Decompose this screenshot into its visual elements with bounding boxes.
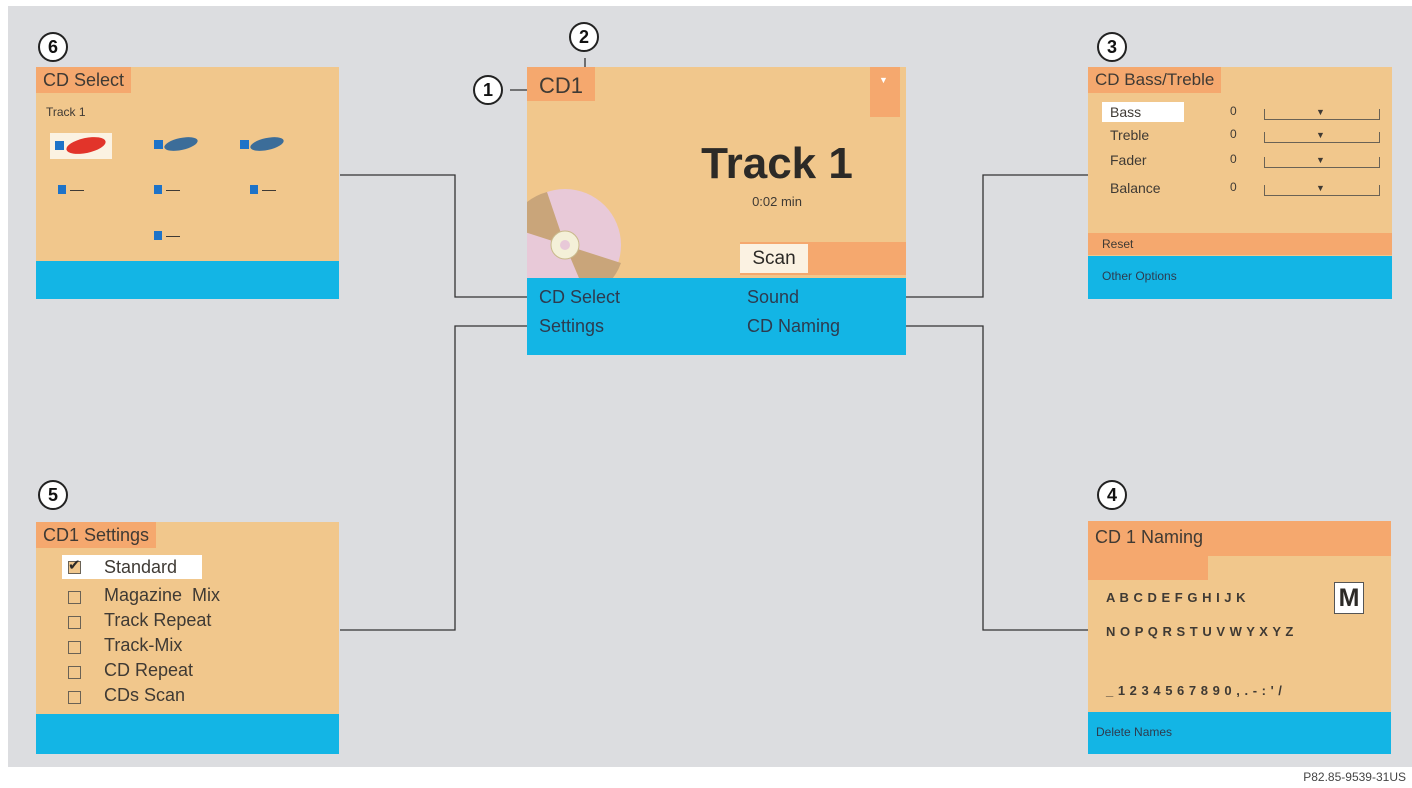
callout-4: 4 [1097, 480, 1127, 510]
bass-row-highlight [1102, 102, 1184, 122]
option-magazine-mix[interactable]: Magazine Mix [104, 585, 221, 605]
setting-value-bass: 0 [1230, 104, 1237, 118]
setting-value-balance: 0 [1230, 180, 1237, 194]
name-input-field[interactable] [1088, 556, 1208, 580]
checkbox-magazine-mix[interactable] [68, 591, 81, 604]
checkmark-icon: ✔ [68, 557, 81, 574]
treble-slider[interactable]: ▼ [1264, 130, 1380, 143]
letters-row-2[interactable]: N O P Q R S T U V W Y X Y Z [1106, 624, 1294, 639]
menu-settings[interactable]: Settings [539, 316, 605, 336]
main-screen-title: CD1 [527, 67, 596, 101]
setting-label-fader[interactable]: Fader [1110, 152, 1147, 168]
setting-label-treble[interactable]: Treble [1110, 127, 1150, 143]
menu-sound[interactable]: Sound [747, 287, 800, 307]
setting-label-bass[interactable]: Bass [1110, 104, 1142, 120]
option-cds-scan[interactable]: CDs Scan [104, 685, 186, 705]
checkbox-cd-repeat[interactable] [68, 666, 81, 679]
disc-icon [163, 134, 199, 154]
balance-slider[interactable]: ▼ [1264, 183, 1380, 196]
slider-knob-icon: ▼ [1316, 130, 1325, 140]
option-standard[interactable]: Standard [104, 557, 178, 577]
menu-cd-select[interactable]: CD Select [539, 287, 621, 307]
checkbox-cds-scan[interactable] [68, 691, 81, 704]
scan-button[interactable]: Scan [740, 244, 808, 273]
bass-treble-screen: CD Bass/Treble Bass 0 ▼ Treble 0 ▼ Fader… [1088, 67, 1392, 299]
bass-slider[interactable]: ▼ [1264, 107, 1380, 120]
delete-names[interactable]: Delete Names [1096, 725, 1173, 739]
cd-settings-screen: CD1 Settings ✔ Standard Magazine Mix Tra… [36, 522, 339, 754]
callout-3: 3 [1097, 32, 1127, 62]
cd-select-title: CD Select [36, 67, 132, 93]
setting-label-balance[interactable]: Balance [1110, 180, 1161, 196]
disc-red-icon [64, 134, 108, 157]
cd-naming-screen: CD 1 Naming A B C D E F G H I J K M N O … [1088, 521, 1391, 754]
slider-knob-icon: ▼ [1316, 183, 1325, 193]
reset-row[interactable]: Reset [1088, 233, 1392, 255]
slider-knob-icon: ▼ [1316, 107, 1325, 117]
figure-code: P82.85-9539-31US [1303, 770, 1406, 784]
setting-value-treble: 0 [1230, 127, 1237, 141]
standard-highlight [62, 555, 202, 579]
slot-number-icon [240, 140, 249, 149]
callout-6: 6 [38, 32, 68, 62]
status-corner: ▼ [870, 67, 900, 117]
settings-title: CD1 Settings [36, 522, 157, 548]
bass-treble-title: CD Bass/Treble [1088, 67, 1222, 93]
slider-knob-icon: ▼ [1316, 155, 1325, 165]
cd-select-screen: CD Select Track 1 [36, 67, 339, 299]
main-cd-screen: CD1 ▼ Track 1 0:02 min Scan CD Select So… [527, 67, 906, 355]
naming-bottom-bar: Delete Names [1088, 712, 1391, 754]
option-track-mix[interactable]: Track-Mix [104, 635, 183, 655]
disc-slot-selected[interactable] [50, 133, 112, 159]
cd-select-bottom-bar [36, 261, 339, 299]
callout-2: 2 [569, 22, 599, 52]
option-track-repeat[interactable]: Track Repeat [104, 610, 212, 630]
settings-bottom-bar [36, 714, 339, 754]
slot-number-icon [55, 141, 64, 150]
naming-title: CD 1 Naming [1095, 527, 1204, 547]
callout-5: 5 [38, 480, 68, 510]
cd-status-icon: ▼ [879, 75, 888, 85]
bass-treble-bottom-bar: Other Options [1088, 256, 1392, 299]
digits-row[interactable]: _ 1 2 3 4 5 6 7 8 9 0 , . - : ' / [1106, 683, 1283, 698]
track-time: 0:02 min [752, 194, 802, 209]
checkbox-standard[interactable]: ✔ [68, 557, 81, 574]
other-options[interactable]: Other Options [1102, 269, 1177, 283]
option-cd-repeat[interactable]: CD Repeat [104, 660, 194, 680]
letters-row-1[interactable]: A B C D E F G H I J K [1106, 590, 1247, 605]
cd-disc-icon [527, 189, 621, 287]
main-menu-bar: CD Select Sound Settings CD Naming [527, 278, 906, 355]
checkbox-track-mix[interactable] [68, 641, 81, 654]
disc-icon [249, 134, 285, 154]
fader-slider[interactable]: ▼ [1264, 155, 1380, 168]
cd-select-subtitle: Track 1 [46, 105, 86, 119]
reset-label: Reset [1102, 237, 1134, 251]
track-label: Track 1 [701, 139, 853, 188]
selected-letter[interactable]: M [1334, 582, 1364, 614]
slot-number-icon [154, 140, 163, 149]
callout-1: 1 [473, 75, 503, 105]
naming-title-bar: CD 1 Naming [1088, 521, 1391, 556]
menu-cd-naming[interactable]: CD Naming [747, 316, 841, 336]
setting-value-fader: 0 [1230, 152, 1237, 166]
checkbox-track-repeat[interactable] [68, 616, 81, 629]
